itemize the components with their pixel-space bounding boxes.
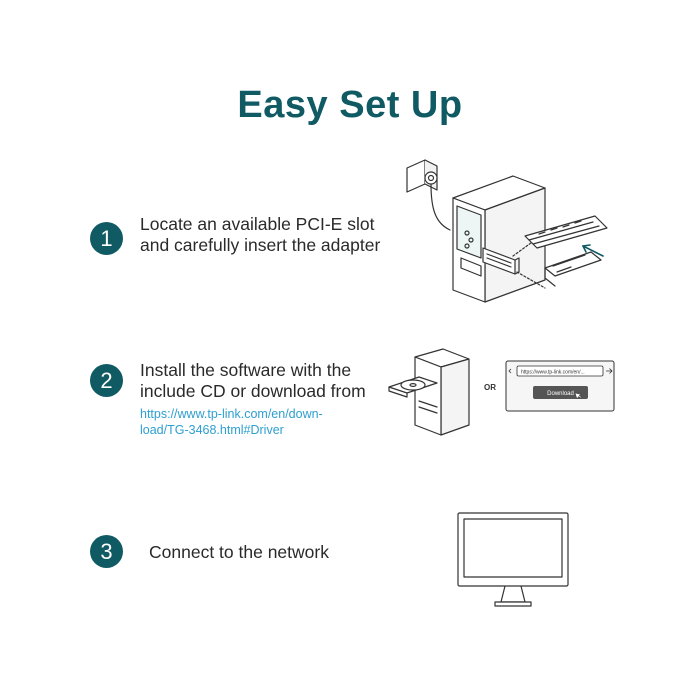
page-title: Easy Set Up bbox=[237, 84, 463, 126]
step-1-line-2: and carefully insert the adapter bbox=[140, 235, 381, 255]
download-button bbox=[533, 386, 588, 399]
pc-cd-illustration bbox=[388, 348, 470, 436]
cursor-icon bbox=[574, 392, 583, 400]
wall-socket-icon bbox=[406, 159, 438, 193]
driver-download-link[interactable]: https://www.tp-link.com/en/down- load/TG… bbox=[140, 406, 323, 438]
step-3-badge: 3 bbox=[90, 535, 123, 568]
pc-tower-icon bbox=[452, 175, 546, 303]
step-1-badge: 1 bbox=[90, 222, 123, 255]
or-label: OR bbox=[484, 383, 496, 392]
or-separator: OR bbox=[484, 383, 496, 392]
driver-link-line-1[interactable]: https://www.tp-link.com/en/down- bbox=[140, 407, 323, 421]
cd-disc-icon bbox=[400, 379, 426, 391]
browser-address-bar bbox=[516, 365, 604, 377]
browser-url-text: https://www.tp-link.com/en/... bbox=[521, 370, 585, 376]
step-2-badge: 2 bbox=[90, 364, 123, 397]
step-1-text: Locate an available PCI-E slot and caref… bbox=[140, 214, 380, 256]
pcie-slot-closeup bbox=[524, 215, 608, 287]
pc-pcie-illustration bbox=[406, 159, 608, 303]
browser-download-illustration: https://www.tp-link.com/en/... Download bbox=[505, 360, 615, 412]
step-2-text: Install the software with the include CD… bbox=[140, 360, 366, 402]
step-3-line-1: Connect to the network bbox=[149, 542, 329, 562]
download-button-label: Download bbox=[547, 391, 574, 397]
driver-link-line-2[interactable]: load/TG-3468.html#Driver bbox=[140, 423, 284, 437]
back-arrow-icon bbox=[508, 368, 512, 374]
step-3-text: Connect to the network bbox=[149, 542, 329, 563]
step-2-line-2: include CD or download from bbox=[140, 381, 366, 401]
step-2-line-1: Install the software with the bbox=[140, 360, 352, 380]
monitor-icon bbox=[457, 512, 569, 607]
step-1-line-1: Locate an available PCI-E slot bbox=[140, 214, 375, 234]
go-arrow-icon bbox=[606, 368, 613, 374]
